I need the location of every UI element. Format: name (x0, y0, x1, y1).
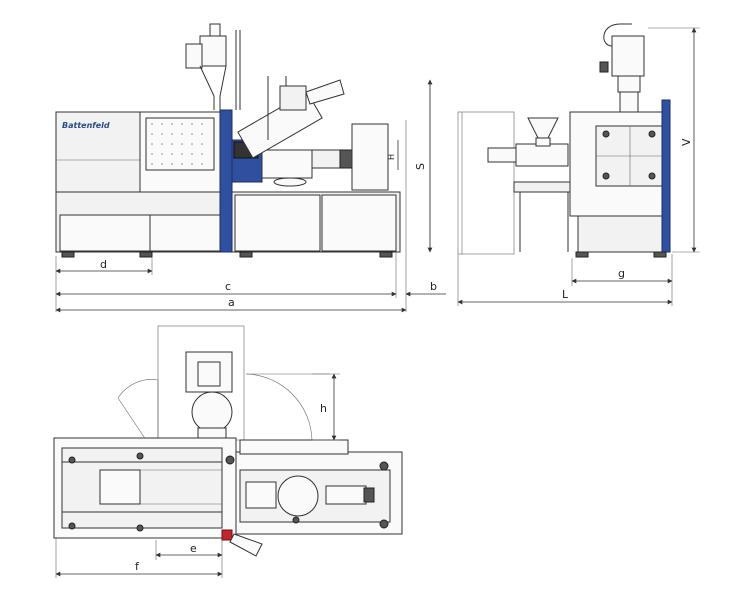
dim-b-label: b (430, 280, 437, 293)
top-view-dimensions: e f h (55, 373, 340, 578)
front-base (577, 215, 667, 253)
top-clamp-inner (61, 447, 223, 529)
front-barrel (487, 147, 517, 163)
hopper-top (209, 23, 221, 37)
top-nozzle-block (245, 481, 277, 509)
top-injection-hopper (277, 475, 319, 517)
top-hopper-circle (191, 391, 233, 433)
dim-L-label: L (562, 288, 569, 301)
dim-s-label: S (414, 163, 427, 170)
dim-c-label: c (225, 280, 231, 293)
front-dryer-base (617, 75, 641, 93)
base-panel-mid (149, 214, 221, 252)
foot (653, 251, 667, 258)
dim-d-label: d (100, 258, 107, 271)
dim-e-label: e (190, 542, 197, 555)
dim-f-label: f (135, 560, 140, 573)
dim-h-label: h (320, 402, 327, 415)
front-view (457, 23, 671, 258)
top-chute (229, 533, 263, 557)
feed-tube (305, 79, 345, 105)
foot (575, 251, 589, 258)
injection-guard (351, 123, 389, 191)
brand-label: Battenfeld (62, 121, 110, 130)
dim-H-label: H (387, 154, 396, 160)
front-view-dimensions: g L V (457, 27, 700, 306)
dim-g-label: g (618, 267, 625, 280)
front-motor (599, 61, 609, 73)
top-toggle (99, 469, 141, 505)
hopper (199, 35, 227, 67)
top-rail (239, 439, 349, 455)
dim-V-label: V (680, 138, 693, 146)
drive-wheel (273, 177, 307, 187)
door-arc-left (117, 379, 159, 399)
nozzle-block (339, 149, 353, 169)
front-blue-column (661, 99, 671, 253)
foot (379, 251, 393, 258)
door-arc-right (245, 373, 313, 441)
dim-a-label: a (228, 296, 235, 309)
hopper-box (185, 43, 203, 69)
foot (239, 251, 253, 258)
front-table (513, 181, 573, 193)
clamp-housing (55, 111, 141, 193)
front-dryer-pipe (603, 23, 632, 47)
base-panel-left (59, 214, 151, 252)
foot (61, 251, 75, 258)
blue-column (219, 109, 233, 253)
side-view: Battenfeld (55, 23, 401, 258)
front-hopper-neck (535, 137, 551, 147)
base-panel-right (234, 194, 321, 252)
side-view-dimensions: d c a b S H (55, 79, 446, 313)
guard-frame (457, 111, 515, 255)
front-dryer-feed (619, 91, 639, 113)
top-view (53, 325, 403, 557)
top-dryer-inner (197, 361, 221, 387)
top-barrel-end (363, 487, 375, 503)
red-safety-marker (221, 529, 233, 541)
front-hopper (527, 117, 559, 139)
top-barrel (325, 485, 367, 505)
injection-carriage (261, 149, 313, 179)
hopper-drive (279, 85, 307, 111)
door-window (145, 117, 215, 171)
foot (139, 251, 153, 258)
base-panel-end (321, 194, 397, 252)
front-dryer (611, 35, 645, 77)
front-injection (515, 143, 569, 167)
door-grid (151, 123, 203, 165)
